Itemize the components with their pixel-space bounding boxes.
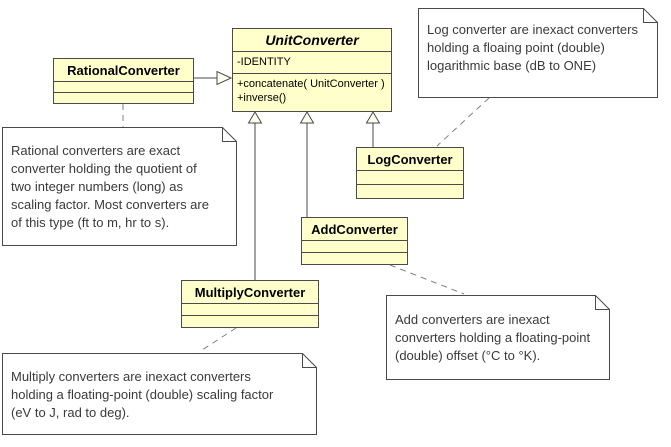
note-fold-icon: [595, 295, 610, 310]
methods-compartment: [182, 315, 318, 327]
note-add-converter: Add converters are inexact converters ho…: [386, 295, 610, 380]
note-anchor-log: [436, 97, 490, 147]
methods-compartment: [357, 184, 463, 198]
note-anchor-add: [389, 264, 465, 295]
note-fold-icon: [643, 8, 658, 23]
class-title-rationalconverter: RationalConverter: [54, 59, 193, 82]
method-concatenate: +concatenate( UnitConverter ): [237, 78, 385, 90]
note-fold-icon: [222, 127, 237, 142]
generalization-arrow-multiply: [247, 111, 263, 124]
attributes-compartment: -IDENTITY: [233, 52, 391, 74]
class-rationalconverter: RationalConverter: [53, 58, 194, 104]
note-rational-converter: Rational converters are exact converter …: [2, 127, 237, 246]
note-shape: [418, 8, 658, 98]
class-title-unitconverter: UnitConverter: [233, 29, 391, 52]
class-logconverter: LogConverter: [356, 147, 464, 199]
attributes-compartment: [302, 241, 407, 252]
note-anchor-multiply: [198, 327, 237, 353]
class-multiplyconverter: MultiplyConverter: [181, 280, 319, 328]
note-shape: [2, 127, 237, 246]
note-text-multiply: Multiply converters are inexact converte…: [11, 369, 274, 420]
generalization-arrow-log: [365, 111, 381, 124]
generalization-arrow-rational: [216, 70, 233, 86]
attributes-compartment: [182, 304, 318, 315]
note-text-rational: Rational converters are exact converter …: [11, 143, 209, 230]
note-text-add: Add converters are inexact converters ho…: [395, 312, 591, 363]
attributes-compartment: [357, 171, 463, 184]
note-shape: [386, 295, 610, 380]
generalization-arrow-add: [299, 111, 315, 124]
note-fold-icon: [302, 353, 317, 368]
note-log-converter: Log converter are inexact converters hol…: [418, 8, 658, 98]
note-text-log: Log converter are inexact converters hol…: [427, 22, 638, 73]
methods-compartment: +concatenate( UnitConverter ) +inverse(): [233, 74, 391, 111]
method-inverse: +inverse(): [237, 92, 287, 104]
class-title-multiplyconverter: MultiplyConverter: [182, 281, 318, 304]
class-title-logconverter: LogConverter: [357, 148, 463, 171]
class-title-addconverter: AddConverter: [302, 218, 407, 241]
attributes-compartment: [54, 82, 193, 92]
attribute-identity: -IDENTITY: [237, 56, 291, 68]
methods-compartment: [302, 252, 407, 264]
note-multiply-converter: Multiply converters are inexact converte…: [2, 353, 317, 435]
methods-compartment: [54, 92, 193, 103]
note-shape: [2, 353, 317, 435]
class-unitconverter: UnitConverter -IDENTITY +concatenate( Un…: [232, 28, 392, 112]
class-addconverter: AddConverter: [301, 217, 408, 265]
